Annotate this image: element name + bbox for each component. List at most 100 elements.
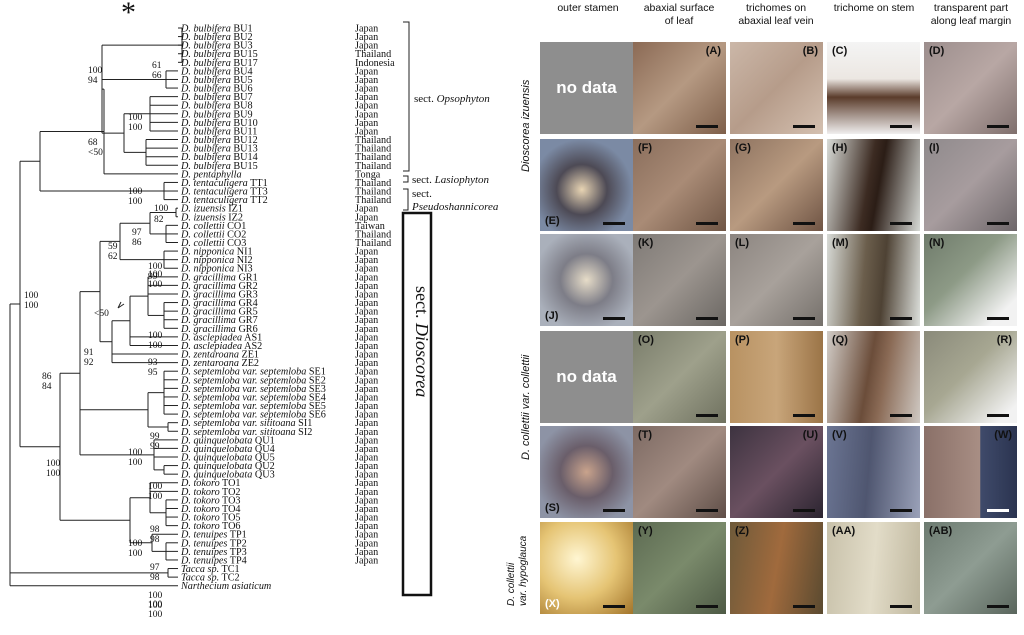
taxon-country: Japan xyxy=(355,281,378,292)
panel-letter: (AA) xyxy=(832,525,856,537)
row-label-collettii: D. collettii var. collettii xyxy=(520,354,532,460)
bootstrap-top: 100 xyxy=(148,591,163,601)
panel-letter: (D) xyxy=(929,45,945,57)
row-label-hypoglauca-line1: D. collettii xyxy=(506,562,517,606)
scale-bar xyxy=(696,317,718,320)
taxon-country: Japan xyxy=(355,470,378,481)
bootstrap-top: 68 xyxy=(88,138,98,148)
bootstrap-bottom: 100 xyxy=(148,280,163,290)
taxon-label: D. gracillima GR3 xyxy=(180,289,258,300)
panel-letter: (N) xyxy=(929,237,945,249)
taxon-label: D. septemloba var. septemloba SE4 xyxy=(180,392,326,403)
bootstrap-top: 100 xyxy=(154,204,169,214)
photo-panel: no data xyxy=(540,331,633,423)
bootstrap-top: 82 xyxy=(154,215,164,225)
panel-letter: (H) xyxy=(832,142,848,154)
taxon-label: Tacca sp. TC2 xyxy=(181,573,240,584)
tree-branches xyxy=(9,27,183,587)
photo-panel: (I) xyxy=(924,139,1017,231)
taxon-country: Japan xyxy=(355,375,378,386)
photo-panel: (L) xyxy=(730,234,823,326)
bootstrap-bottom: 99 xyxy=(150,442,160,452)
photo-panel: (F) xyxy=(633,139,726,231)
taxon-country: Thailand xyxy=(355,195,391,206)
panel-letter: (S) xyxy=(545,502,560,514)
taxon-label: Tacca sp. TC1 xyxy=(181,564,240,575)
bootstrap-top: 100 xyxy=(148,482,163,492)
taxon-label: D. tenuipes TP1 xyxy=(180,530,247,541)
scale-bar xyxy=(603,317,625,320)
taxon-label: D. septemloba var. septemloba SE6 xyxy=(180,410,326,421)
bootstrap-bottom: 98 xyxy=(150,535,160,545)
bootstrap-top: 100 xyxy=(46,459,61,469)
taxon-label: D. gracillima GR4 xyxy=(180,298,258,309)
taxon-country: Thailand xyxy=(355,135,391,146)
bootstrap-bottom: 100 xyxy=(128,458,143,468)
photo-panel: no data xyxy=(540,42,633,134)
bootstrap-top: 100 xyxy=(88,66,103,76)
scale-bar xyxy=(696,222,718,225)
taxon-label: D. bulbifera BU3 xyxy=(180,41,253,52)
photo-panel: (V) xyxy=(827,426,920,518)
taxon-country: Japan xyxy=(355,392,378,403)
taxon-country: Thailand xyxy=(355,229,391,240)
taxon-country: Japan xyxy=(355,410,378,421)
taxon-country: Japan xyxy=(355,32,378,43)
scale-bar xyxy=(603,509,625,512)
bootstrap-bottom: 100 xyxy=(148,610,163,620)
bootstrap-top: 100 xyxy=(148,270,163,280)
taxon-label: D. tenuipes TP3 xyxy=(180,547,247,558)
bootstrap-top: 100 xyxy=(148,331,163,341)
sect-pseudo-name: Pseudoshannicorea xyxy=(411,201,499,213)
taxon-country: Japan xyxy=(355,341,378,352)
scale-bar xyxy=(793,605,815,608)
taxon-label: D. gracillima GR6 xyxy=(180,324,258,335)
taxon-label: D. tokoro TO2 xyxy=(180,487,241,498)
taxon-label: D. bulbifera BU4 xyxy=(180,66,253,77)
taxon-label: D. zentaroana ZE1 xyxy=(180,350,259,361)
bootstrap-bottom: 100 xyxy=(24,301,39,311)
photo-panel: (AA) xyxy=(827,522,920,614)
photo-panel: (Z) xyxy=(730,522,823,614)
taxon-label: D. tokoro TO1 xyxy=(180,478,241,489)
taxon-label: D. asclepiadea AS1 xyxy=(180,332,262,343)
taxon-label: D. tenuipes TP2 xyxy=(180,538,247,549)
taxon-country: Japan xyxy=(355,24,378,35)
panel-letter: (K) xyxy=(638,237,654,249)
taxon-label: D. bulbifera BU14 xyxy=(180,152,258,163)
taxon-country: Japan xyxy=(355,487,378,498)
photo-panel: (C) xyxy=(827,42,920,134)
taxon-country: Japan xyxy=(355,255,378,266)
taxon-label: D. quinquelobata QU2 xyxy=(180,461,275,472)
taxon-label: D. quinquelobata QU3 xyxy=(180,470,275,481)
photo-panel: (S) xyxy=(540,426,633,518)
photo-panel: (M) xyxy=(827,234,920,326)
bootstrap-bottom: 100 xyxy=(148,341,163,351)
taxon-label: D. septemloba var. septemloba SE2 xyxy=(180,375,326,386)
taxon-label: D. asclepiadea AS2 xyxy=(180,341,262,352)
photo-panel: (Q) xyxy=(827,331,920,423)
bootstrap-top: 99 xyxy=(150,432,160,442)
taxon-label: D. izuensis IZ1 xyxy=(180,204,243,215)
photo-panel: (H) xyxy=(827,139,920,231)
support-labels: 10094616610010068<5010010010082978659621… xyxy=(24,61,169,620)
scale-bar xyxy=(890,317,912,320)
taxon-country: Japan xyxy=(355,264,378,275)
photo-panel: (N) xyxy=(924,234,1017,326)
taxon-label: D. septemloba var. septemloba SE1 xyxy=(180,367,326,378)
taxon-label: D. bulbifera BU8 xyxy=(180,101,253,112)
taxon-label: D. nipponica NI1 xyxy=(180,247,253,258)
taxon-label: D. quinquelobata QU1 xyxy=(180,435,275,446)
bootstrap-bottom: 84 xyxy=(42,382,52,392)
star-marker: * xyxy=(121,0,136,29)
scale-bar xyxy=(793,509,815,512)
photo-panel: (O) xyxy=(633,331,726,423)
taxon-country: Japan xyxy=(355,118,378,129)
taxon-label: D. septemloba var. sititoana SI1 xyxy=(180,418,312,429)
scale-bar xyxy=(987,605,1009,608)
scale-bar xyxy=(890,222,912,225)
taxon-label: D. gracillima GR7 xyxy=(180,315,258,326)
